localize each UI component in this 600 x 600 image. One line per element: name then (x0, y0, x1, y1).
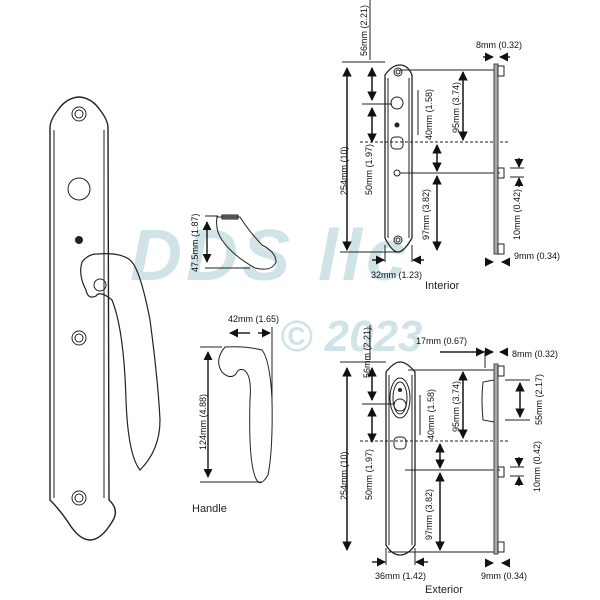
interior-top-offset-label: 56mm (2.21) (359, 4, 369, 56)
exterior-spindle-bottom-label: 97mm (3.82) (424, 488, 434, 540)
interior-bottom-depth-label: 9mm (0.34) (514, 251, 561, 261)
exterior-plate (340, 325, 510, 567)
interior-plate (340, 0, 510, 265)
interior-upper-spacing-label: 50mm (1.97) (364, 143, 374, 195)
interior-width-label: 32mm (1.23) (371, 270, 423, 280)
watermark-copyright: © 2023 (280, 312, 423, 361)
exterior-upper-spacing-label: 50mm (1.97) (364, 448, 374, 500)
exterior-side-profile (440, 347, 530, 568)
exterior-screw-depth-label: 10mm (0.42) (532, 440, 542, 492)
exterior-bottom-depth-label: 9mm (0.34) (481, 571, 528, 581)
exterior-top-depth-label: 8mm (0.32) (512, 349, 559, 359)
exterior-cylinder-spindle-label: 40mm (1.58) (426, 388, 436, 440)
interior-spindle-bottom-label: 97mm (3.82) (421, 188, 431, 240)
exterior-total-length-label: 254mm (10) (339, 451, 349, 500)
exterior-thumb-offset-label: 17mm (0.67) (416, 336, 468, 346)
exterior-top-spindle-label: 95mm (3.74) (451, 380, 461, 432)
handle-side-view (202, 214, 277, 270)
handle-profile-view (200, 327, 273, 484)
handle-width-label: 42mm (1.65) (228, 314, 280, 324)
interior-caption: Interior (425, 280, 460, 292)
handle-height-label: 124mm (4.88) (198, 393, 208, 450)
interior-total-length-label: 254mm (10) (339, 146, 349, 195)
front-view-lever-handle (80, 253, 161, 471)
interior-top-depth-label: 8mm (0.32) (476, 40, 523, 50)
front-view-escutcheon (49, 96, 117, 541)
handle-side-height-label: 47.5mm (1.87) (190, 213, 200, 272)
interior-top-spindle-label: 95mm (3.74) (451, 81, 461, 133)
exterior-caption: Exterior (425, 584, 463, 596)
watermark-brand: DDS llc (130, 216, 411, 296)
interior-cylinder-spindle-label: 40mm (1.58) (424, 88, 434, 140)
exterior-width-label: 36mm (1.42) (375, 571, 427, 581)
exterior-top-offset-label: 56mm (2.21) (362, 326, 372, 378)
handle-caption: Handle (192, 503, 227, 515)
interior-screw-depth-label: 10mm (0.42) (512, 188, 522, 240)
interior-side-profile (483, 52, 524, 267)
exterior-thumb-height-label: 55mm (2.17) (534, 373, 544, 425)
